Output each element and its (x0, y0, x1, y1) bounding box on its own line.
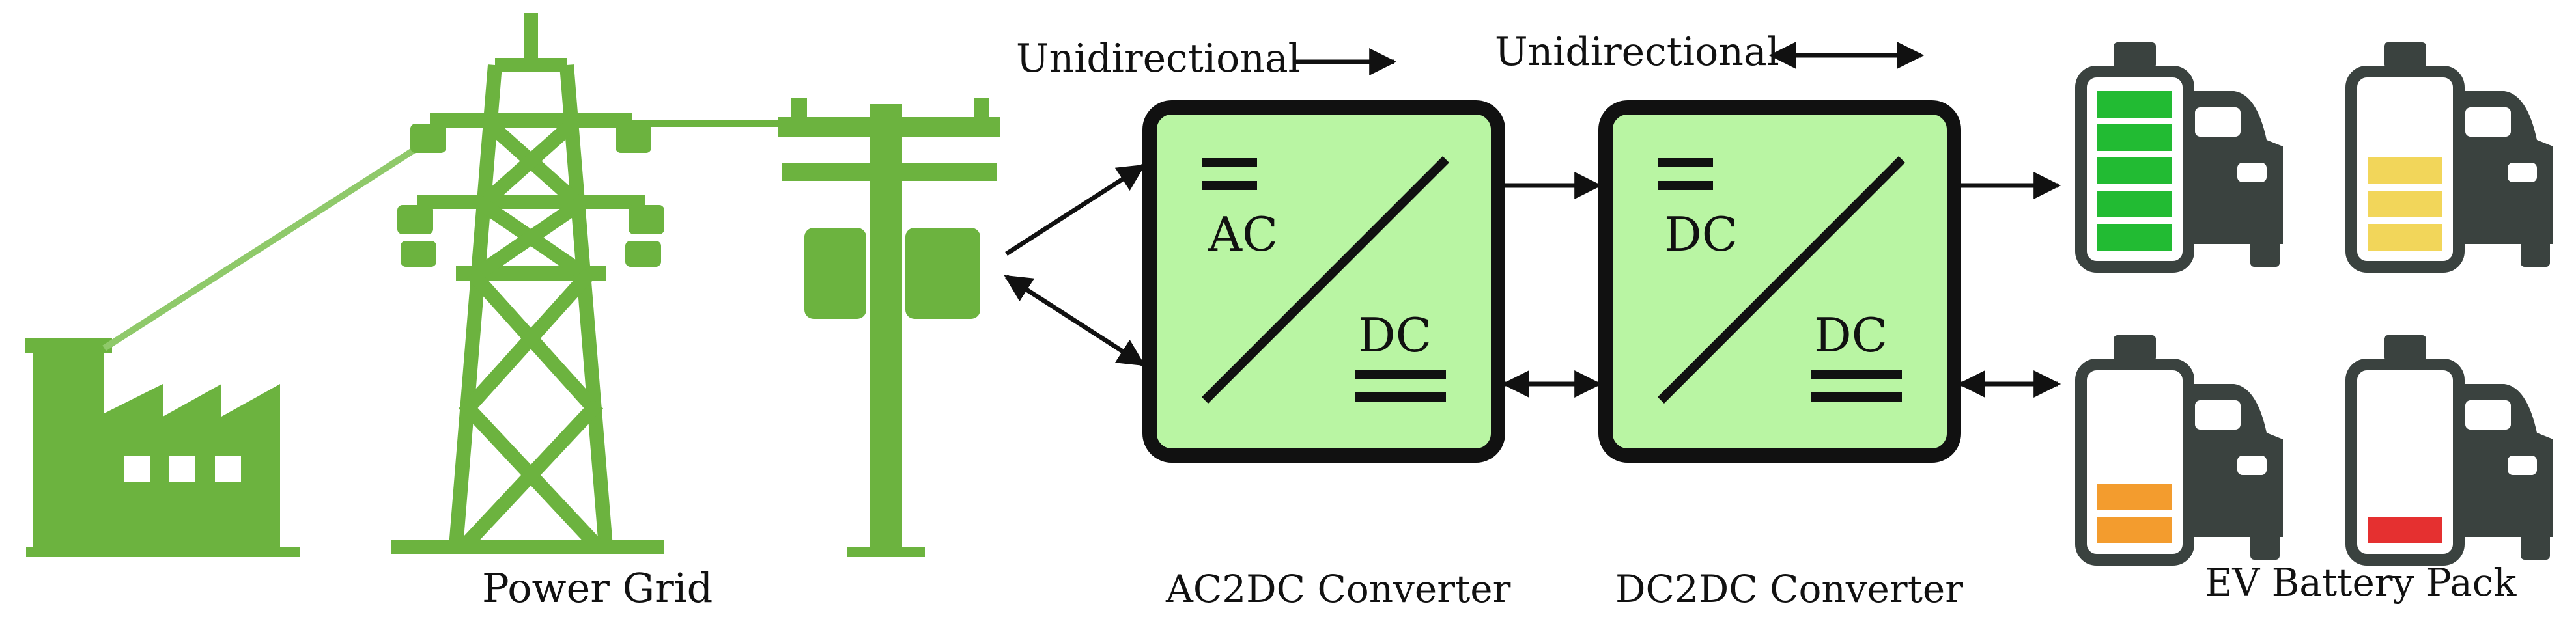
battery-icon (2345, 335, 2465, 566)
car-icon (2175, 91, 2283, 267)
dc2dc-top-label: DC (1664, 207, 1738, 262)
power-grid-label: Power Grid (482, 564, 713, 612)
dc2dc-converter: DC DC DC2DC Converter (1598, 100, 1963, 611)
car-icon (2446, 91, 2553, 267)
ev-battery-pack-group (2075, 42, 2553, 566)
factory-icon (25, 338, 300, 557)
battery-icon (2345, 42, 2465, 273)
ev-unit (2345, 42, 2553, 273)
battery-level-segment (2097, 91, 2172, 118)
ac2dc-bottom-label: DC (1358, 308, 1432, 363)
flow-label-unidirectional-left: Unidirectional (1016, 36, 1301, 81)
battery-icon (2075, 42, 2194, 273)
car-icon (2446, 384, 2553, 560)
dc2dc-caption: DC2DC Converter (1615, 567, 1963, 611)
ac2dc-converter: AC DC AC2DC Converter (1142, 100, 1511, 611)
battery-level-segment (2097, 158, 2172, 184)
car-icon (2175, 384, 2283, 560)
insulator-icons (397, 124, 664, 267)
ev-battery-pack-caption: EV Battery Pack (2205, 560, 2517, 605)
battery-level-segment (2368, 224, 2442, 251)
battery-level-segment (2368, 191, 2442, 217)
ac2dc-top-label: AC (1208, 207, 1278, 262)
battery-level-segment (2097, 124, 2172, 151)
ev-unit (2075, 42, 2283, 273)
flow-label-unidirectional-right: Unidirectional (1495, 29, 1779, 75)
ev-unit (2075, 335, 2283, 566)
dc2dc-bottom-label: DC (1814, 308, 1888, 363)
ac2dc-caption: AC2DC Converter (1165, 567, 1511, 611)
battery-level-segment (2097, 517, 2172, 543)
transmission-line (102, 137, 432, 351)
transmission-tower-icon (391, 13, 664, 554)
battery-level-segment (2097, 191, 2172, 217)
battery-level-segment (2368, 158, 2442, 184)
grid-to-ac2dc-arrows (1004, 164, 1146, 366)
power-grid-group: Power Grid (25, 13, 1000, 612)
battery-icon (2075, 335, 2194, 566)
battery-level-segment (2097, 484, 2172, 510)
utility-pole-icon (778, 98, 1000, 557)
battery-level-segment (2097, 224, 2172, 251)
battery-level-segment (2368, 517, 2442, 543)
ev-unit (2345, 335, 2553, 566)
